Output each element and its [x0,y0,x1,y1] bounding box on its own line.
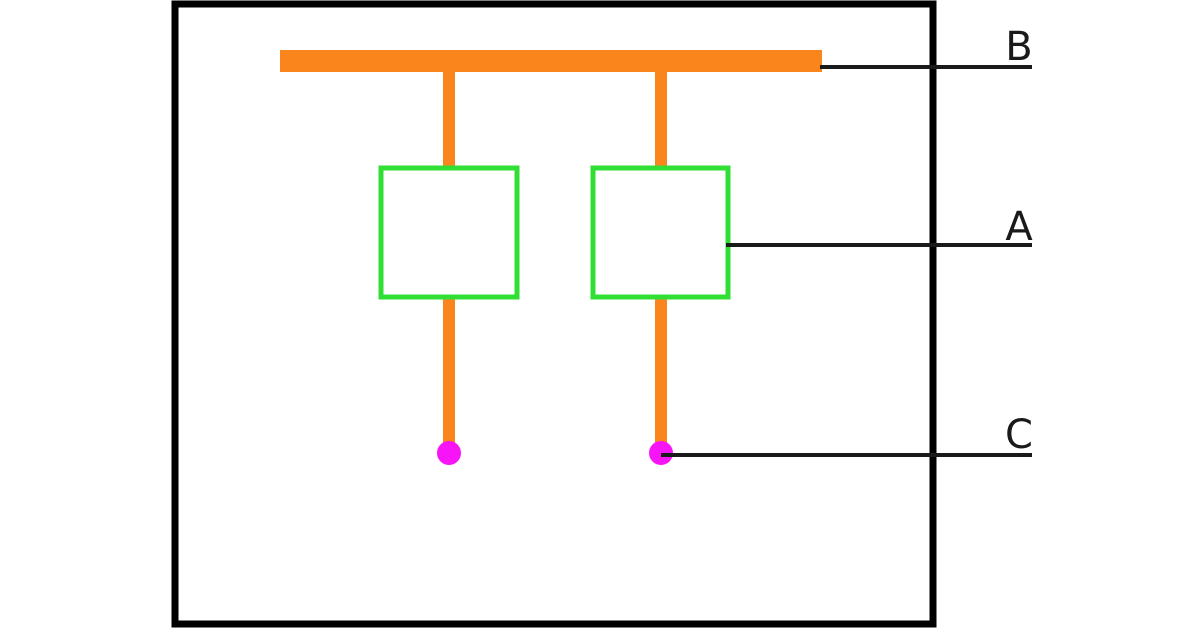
enclosure-boundary [171,0,937,628]
branch-left [378,61,520,465]
branch-right [590,61,731,465]
callout-c: C [661,412,1033,458]
callout-label-a: A [1005,204,1033,250]
component-box-left [378,165,520,300]
component-box-right [590,165,731,300]
callout-label-b: B [1005,24,1032,70]
callout-label-c: C [1005,412,1033,458]
callout-a: A [726,204,1033,250]
terminal-node-left [437,441,461,465]
callout-b: B [820,24,1033,70]
